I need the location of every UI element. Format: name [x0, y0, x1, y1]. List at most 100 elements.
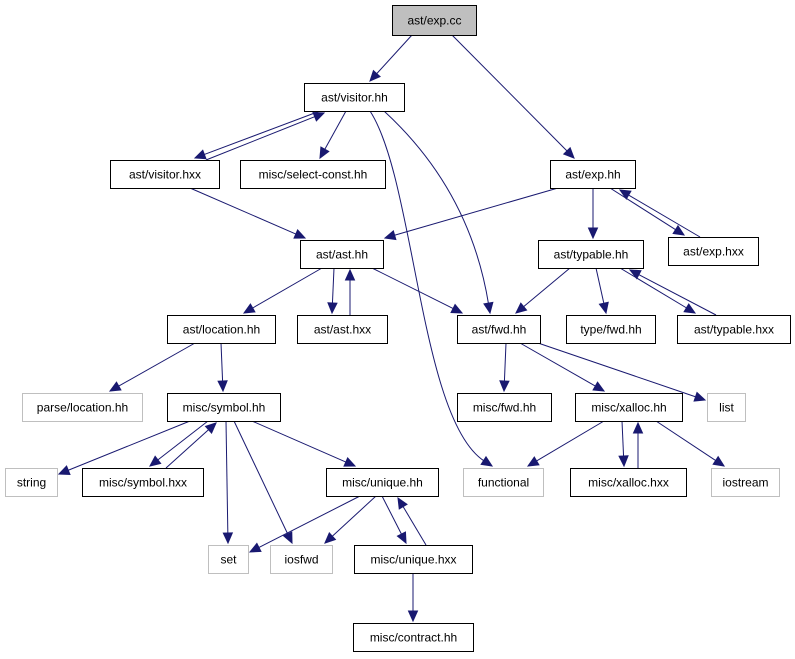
node-parse-location: parse/location.hh: [22, 393, 143, 422]
node-iosfwd: iosfwd: [270, 545, 333, 574]
edge-line: [402, 505, 427, 546]
node-box: [457, 393, 552, 422]
edge-line: [251, 420, 347, 463]
edge-typable_hh-to-fwd_hh: [515, 267, 571, 314]
edge-symbol_hh-to-iosfwd: [233, 420, 293, 545]
node-box: [707, 393, 746, 422]
node-box: [711, 468, 780, 497]
node-unique-hh[interactable]: misc/unique.hh: [326, 468, 439, 497]
edge-line: [225, 420, 229, 535]
edge-visitor_hh-to-fwd_hh: [383, 110, 494, 315]
node-exp-hxx[interactable]: ast/exp.hxx: [668, 237, 759, 266]
node-symbol-hxx[interactable]: misc/symbol.hxx: [82, 468, 204, 497]
edge-line: [165, 428, 210, 469]
edge-line: [323, 110, 347, 151]
edge-line: [655, 420, 717, 462]
edge-line: [519, 342, 597, 387]
node-box: [5, 468, 58, 497]
edge-symbol_hxx-to-symbol_hh: [165, 422, 217, 469]
edge-unique_hxx-to-contract_hh: [407, 573, 419, 623]
edge-line: [189, 187, 297, 235]
edge-line: [637, 273, 717, 316]
node-label: misc/xalloc.hh: [591, 401, 666, 415]
node-exp-hh[interactable]: ast/exp.hh: [550, 160, 636, 189]
edge-line: [503, 342, 507, 383]
edge-line: [537, 342, 697, 398]
edge-arrowhead: [217, 380, 228, 393]
edge-arrowhead: [712, 455, 726, 467]
node-contract-hh[interactable]: misc/contract.hh: [353, 623, 474, 652]
node-label: misc/contract.hh: [370, 631, 457, 645]
edge-visitor_hh-to-select_const: [319, 110, 347, 160]
edge-line: [331, 267, 335, 305]
edge-arrowhead: [108, 381, 122, 392]
node-typable-hh[interactable]: ast/typable.hh: [538, 240, 644, 269]
edge-arrowhead: [204, 422, 217, 434]
node-xalloc-hh[interactable]: misc/xalloc.hh: [575, 393, 683, 422]
node-typable-hxx[interactable]: ast/typable.hxx: [677, 315, 791, 344]
edge-visitor_hh-to-functional: [369, 110, 494, 467]
node-xalloc-hxx[interactable]: misc/xalloc.hxx: [570, 468, 687, 497]
edge-arrowhead: [632, 421, 644, 434]
node-label: misc/symbol.hh: [183, 401, 266, 415]
edge-arrowhead: [562, 146, 575, 159]
edge-fwd_hh-to-xalloc_hh: [519, 342, 606, 392]
node-box: [22, 393, 143, 422]
node-string: string: [5, 468, 58, 497]
edge-line: [383, 110, 490, 305]
node-visitor-hxx[interactable]: ast/visitor.hxx: [110, 160, 220, 189]
edge-line: [233, 420, 289, 536]
node-list: list: [707, 393, 746, 422]
node-ast-hh[interactable]: ast/ast.hh: [300, 240, 384, 269]
edge-unique_hh-to-iosfwd: [324, 495, 377, 544]
node-location-hh[interactable]: ast/location.hh: [167, 315, 276, 344]
edge-arrowhead: [282, 531, 293, 545]
node-box: [353, 623, 474, 652]
node-symbol-hh[interactable]: misc/symbol.hh: [167, 393, 281, 422]
edge-arrowhead: [369, 69, 381, 82]
node-label: ast/visitor.hh: [321, 91, 388, 105]
node-exp-cc[interactable]: ast/exp.cc: [392, 5, 477, 36]
node-visitor-hh[interactable]: ast/visitor.hh: [304, 83, 405, 112]
edge-arrowhead: [407, 610, 419, 623]
edge-line: [369, 110, 485, 462]
edge-arrowhead: [628, 269, 642, 280]
edge-arrowhead: [193, 149, 207, 160]
edge-arrowhead: [618, 455, 629, 468]
edge-line: [205, 115, 316, 161]
edge-visitor_hxx-to-visitor_hh: [205, 111, 326, 161]
node-box: [110, 160, 220, 189]
node-type-fwd[interactable]: type/fwd.hh: [566, 315, 656, 344]
edge-typable_hxx-to-typable_hh: [628, 269, 717, 316]
edge-line: [203, 110, 321, 156]
node-functional: functional: [463, 468, 544, 497]
node-fwd-hh[interactable]: ast/fwd.hh: [457, 315, 541, 344]
node-label: misc/select-const.hh: [259, 168, 368, 182]
edge-unique_hh-to-set: [248, 495, 361, 553]
node-unique-hxx[interactable]: misc/unique.hxx: [354, 545, 473, 574]
node-misc-fwd[interactable]: misc/fwd.hh: [457, 393, 552, 422]
edge-line: [621, 420, 625, 458]
edge-arrowhead: [327, 302, 338, 315]
node-label: misc/unique.hh: [342, 476, 423, 490]
edge-line: [609, 187, 677, 231]
node-ast-hxx[interactable]: ast/ast.hxx: [297, 315, 388, 344]
node-box: [167, 393, 281, 422]
edge-arrowhead: [319, 146, 330, 160]
node-label: ast/location.hh: [183, 323, 260, 337]
node-box: [297, 315, 388, 344]
node-label: misc/unique.hxx: [370, 553, 456, 567]
edge-arrowhead: [526, 456, 540, 467]
node-label: iosfwd: [284, 553, 318, 567]
node-select-const[interactable]: misc/select-const.hh: [240, 160, 386, 189]
node-label: ast/ast.hh: [316, 248, 368, 262]
node-label: ast/exp.cc: [407, 14, 461, 28]
edge-line: [375, 34, 413, 75]
node-box: [167, 315, 276, 344]
edge-line: [156, 420, 209, 461]
node-box: [538, 240, 644, 269]
node-box: [300, 240, 384, 269]
edge-line: [595, 267, 605, 305]
edge-arrowhead: [396, 531, 407, 545]
